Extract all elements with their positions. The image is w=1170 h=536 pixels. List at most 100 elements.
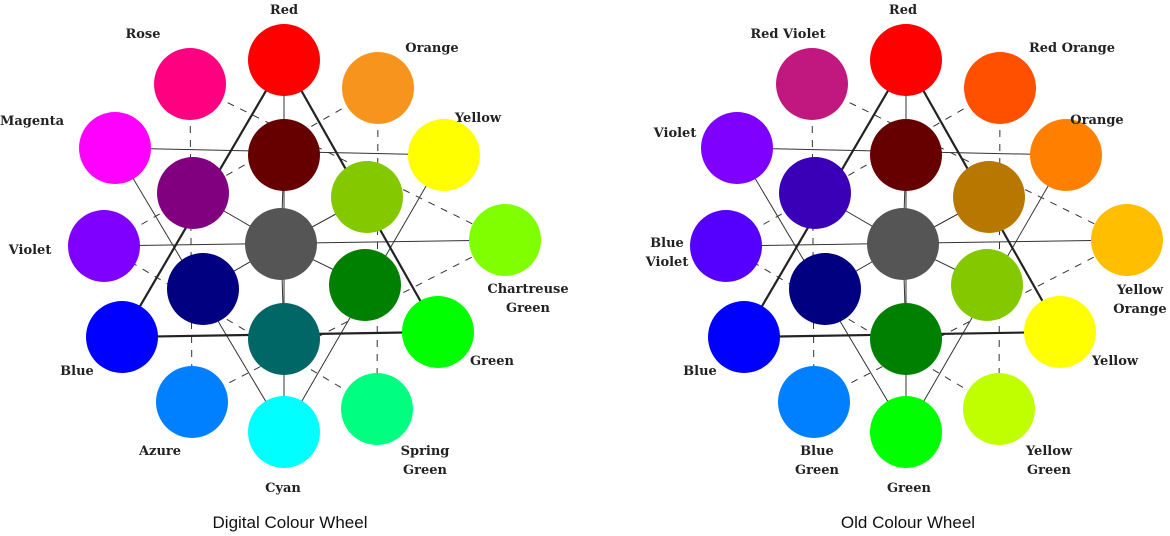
dashed-connector-line (376, 87, 379, 410)
colour-label-line: Red (270, 3, 298, 18)
inner-colour-swatch (789, 253, 861, 325)
colour-label-line: Yellow (1116, 283, 1164, 298)
colour-swatch-magenta (79, 112, 151, 184)
colour-swatch-cyan (248, 396, 320, 468)
inner-colour-swatch (248, 119, 320, 191)
colour-label-line: Yellow (454, 111, 502, 126)
colour-swatch-violet (701, 112, 773, 184)
colour-label-line: Orange (1113, 302, 1166, 317)
dashed-connector-line (103, 87, 379, 247)
colour-label: Orange (405, 41, 458, 56)
colour-label: Orange (1070, 113, 1123, 128)
colour-label-line: Green (1027, 463, 1071, 478)
colour-swatch-yellow-green (963, 373, 1035, 445)
dashed-connector-line (189, 83, 193, 403)
colour-label: Cyan (265, 481, 301, 496)
colour-label-line: Green (887, 481, 931, 496)
inner-colour-swatch (157, 157, 229, 229)
colour-label-line: Magenta (0, 114, 65, 129)
colour-label: Red (889, 3, 917, 18)
colour-label: Green (470, 354, 514, 369)
colour-label-line: Red Violet (750, 27, 825, 42)
colour-swatch-violet (68, 210, 140, 282)
colour-label-line: Yellow (1091, 354, 1139, 369)
inner-colour-swatch (248, 303, 320, 375)
colour-swatch-red-orange (964, 52, 1036, 124)
dashed-connector-line (813, 239, 1128, 403)
inner-colour-swatch (329, 249, 401, 321)
colour-label: Red Violet (750, 27, 825, 42)
colour-label: Rose (125, 27, 160, 42)
colour-label: Yellow (454, 111, 502, 126)
colour-label-line: Yellow (1025, 444, 1073, 459)
colour-label-line: Spring (401, 444, 450, 459)
dashed-connector-line (811, 83, 815, 403)
colour-swatch-blue-violet (690, 210, 762, 282)
colour-swatch-green (870, 396, 942, 468)
colour-label-line: Orange (1070, 113, 1123, 128)
colour-label-line: Red Orange (1029, 41, 1115, 56)
inner-colour-swatch (779, 157, 851, 229)
dashed-connector-line (811, 83, 1128, 241)
colour-label: Yellow (1091, 354, 1139, 369)
colour-swatch-rose (154, 48, 226, 120)
colour-label-line: Red (889, 3, 917, 18)
dashed-connector-line (103, 245, 378, 410)
colour-label: Violet (8, 243, 52, 258)
colour-swatch-red (248, 24, 320, 96)
colour-label: Magenta (0, 114, 65, 129)
colour-label: Blue (683, 364, 717, 379)
inner-colour-swatch (951, 249, 1023, 321)
wheel-title: Old Colour Wheel (841, 513, 975, 532)
colour-swatch-green (402, 296, 474, 368)
center-grey-swatch (245, 208, 317, 280)
colour-swatch-blue (708, 301, 780, 373)
colour-label: Violet (653, 126, 697, 141)
colour-label-line: Green (470, 354, 514, 369)
colour-label-line: Orange (405, 41, 458, 56)
colour-label-line: Violet (653, 126, 697, 141)
dashed-connector-line (191, 239, 506, 403)
colour-label-line: Blue (800, 444, 834, 459)
dashed-connector-line (725, 87, 1001, 247)
colour-swatch-yellow-orange (1091, 204, 1163, 276)
colour-label: Azure (138, 444, 181, 459)
colour-swatch-azure (156, 366, 228, 438)
wheel-title: Digital Colour Wheel (213, 513, 368, 532)
colour-label-line: Green (795, 463, 839, 478)
inner-colour-swatch (870, 303, 942, 375)
colour-swatch-blue (86, 301, 158, 373)
colour-label-line: Violet (645, 255, 689, 270)
colour-label-line: Green (506, 301, 550, 316)
colour-swatch-red (870, 24, 942, 96)
colour-label: Red (270, 3, 298, 18)
colour-label: Green (887, 481, 931, 496)
dashed-connector-line (725, 245, 1000, 410)
inner-colour-swatch (167, 253, 239, 325)
colour-label: Red Orange (1029, 41, 1115, 56)
colour-label-line: Blue (650, 236, 684, 251)
colour-label-line: Azure (138, 444, 181, 459)
colour-label-line: Violet (8, 243, 52, 258)
colour-swatch-orange (1030, 119, 1102, 191)
inner-colour-swatch (870, 119, 942, 191)
colour-label: Blue (60, 364, 94, 379)
colour-swatch-yellow (1024, 296, 1096, 368)
colour-label-line: Blue (60, 364, 94, 379)
colour-label-line: Cyan (265, 481, 301, 496)
dashed-connector-line (189, 83, 506, 241)
colour-swatch-spring-green (341, 373, 413, 445)
center-grey-swatch (867, 208, 939, 280)
colour-label-line: Rose (125, 27, 160, 42)
colour-swatch-red-violet (776, 48, 848, 120)
colour-label-line: Green (403, 463, 447, 478)
